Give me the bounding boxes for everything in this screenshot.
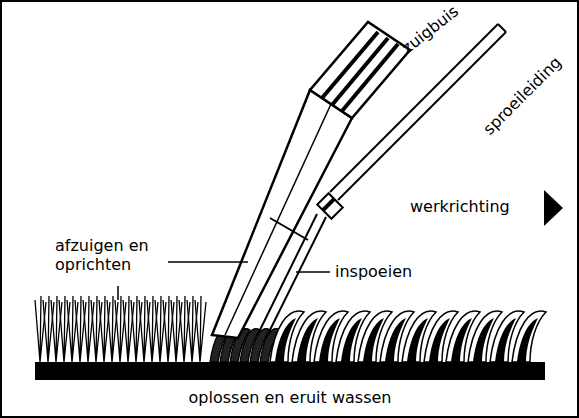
carpet-backing	[35, 362, 545, 380]
direction-arrow	[544, 190, 563, 226]
suction-tube	[310, 22, 410, 118]
carpet-pile	[35, 296, 546, 362]
leader-line	[168, 261, 248, 263]
leader-line	[296, 271, 330, 273]
part-label: oplossen en eruit wassen	[189, 388, 392, 407]
part-label: zuigbuis	[398, 2, 462, 58]
part-label: afzuigen en oprichten	[55, 236, 165, 274]
part-label: inspoeien	[335, 262, 412, 281]
part-label: sproeileiding	[479, 53, 565, 139]
leader-line	[117, 286, 119, 300]
pipe-connector	[317, 193, 342, 218]
suction-nozzle	[212, 90, 352, 338]
part-label: werkrichting	[410, 197, 510, 216]
